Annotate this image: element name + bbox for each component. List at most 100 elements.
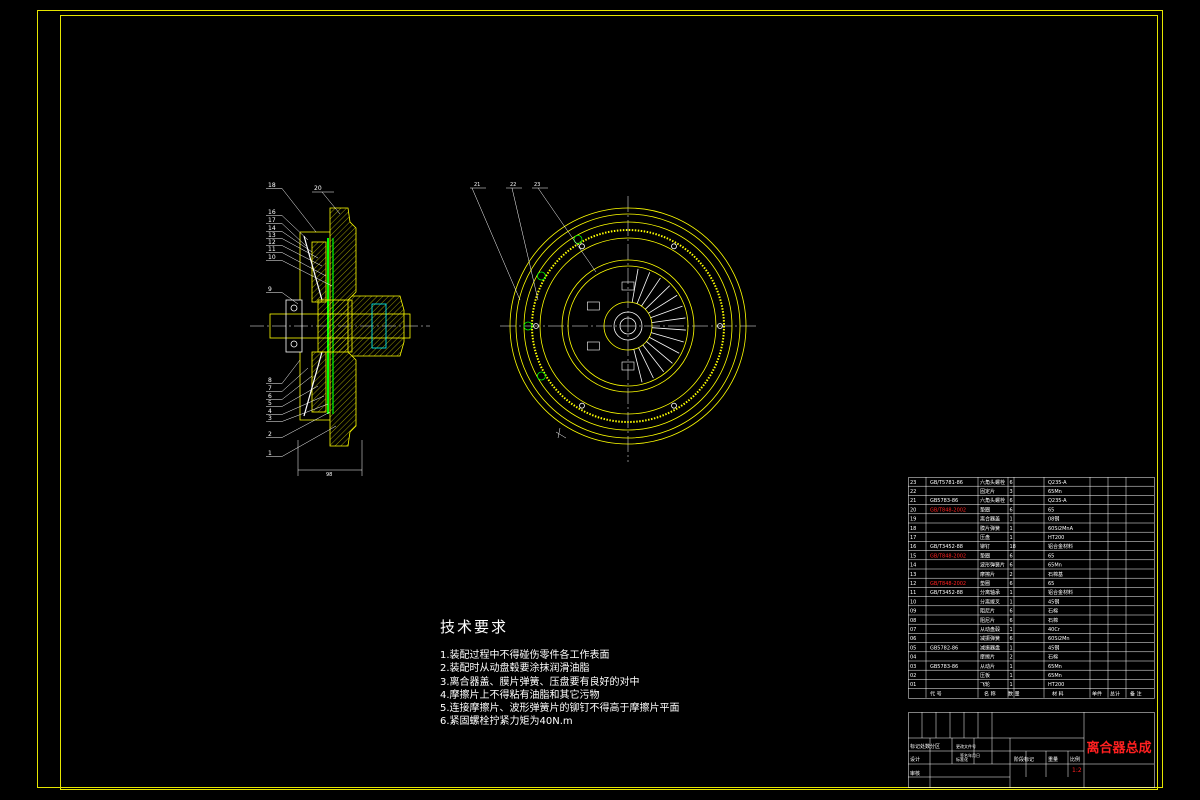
side-part-number: 2 xyxy=(268,431,272,438)
bom-cell: 10 xyxy=(910,599,916,605)
bom-cell: 2 xyxy=(1010,572,1013,578)
bom-cell: GB5783-86 xyxy=(930,664,958,670)
flywheel-outer-circle xyxy=(509,207,747,445)
bom-cell: 铆钉 xyxy=(980,543,990,550)
bom-cell: 04 xyxy=(910,655,916,661)
bom-cell: 六角头螺栓 xyxy=(980,479,1005,486)
clutch-cover-section xyxy=(299,231,330,421)
title-block xyxy=(908,712,1155,788)
bom-cell: Q235-A xyxy=(1048,480,1067,486)
leader-line xyxy=(281,385,319,407)
bom-cell: 压盘 xyxy=(980,534,990,541)
diaphragm-finger xyxy=(633,349,643,383)
bom-cell: 60Si2MnA xyxy=(1048,526,1074,532)
side-part-number: 1 xyxy=(268,450,272,457)
inner-frame xyxy=(60,15,1158,790)
bom-cell: 1 xyxy=(1010,673,1013,679)
rivet-hole xyxy=(671,243,677,250)
bom-cell: 1 xyxy=(1010,627,1013,633)
bom-cell: 6 xyxy=(1010,553,1013,559)
damper-spring xyxy=(587,341,600,351)
bom-cell: 阻尼片 xyxy=(980,617,995,624)
side-part-number: 7 xyxy=(268,385,272,392)
side-part-number: 3 xyxy=(268,415,272,422)
leader-line xyxy=(281,411,331,438)
bom-cell: 65Mn xyxy=(1048,673,1062,679)
title-left-value-1: 签名年月日 xyxy=(960,752,980,758)
bom-cell: 从动盘毂 xyxy=(980,626,1000,633)
bom-header-cell: 总计 xyxy=(1110,690,1120,697)
bom-cell: 15 xyxy=(910,553,916,559)
bom-cell: 减振器盘 xyxy=(980,644,1000,651)
side-part-number: 6 xyxy=(268,393,272,400)
bom-outline xyxy=(908,477,1155,699)
bom-cell: GB/T3452-88 xyxy=(930,544,963,550)
bolt-hole xyxy=(536,371,546,381)
outer-frame xyxy=(37,10,1163,788)
bom-cell: 20 xyxy=(910,507,916,513)
bom-cell: GB/T848-2002 xyxy=(930,507,966,513)
bom-header-cell: 数 量 xyxy=(1008,690,1020,697)
leader-line xyxy=(281,367,309,392)
bom-cell: Q235-A xyxy=(1048,498,1067,504)
bom-header-cell: 备 注 xyxy=(1130,690,1142,697)
tech-item: 6.紧固螺栓拧紧力矩为40N.m xyxy=(440,716,573,728)
bom-cell: 6 xyxy=(1010,636,1013,642)
bom-cell: 40Cr xyxy=(1048,627,1061,633)
bom-cell: 2 xyxy=(1010,655,1013,661)
title-mid-label-1: 重量 xyxy=(1048,756,1058,763)
diaphragm-finger xyxy=(641,277,661,307)
bom-cell: 02 xyxy=(910,673,916,679)
diaphragm-finger xyxy=(649,336,680,354)
bom-cell: 固定片 xyxy=(980,488,995,495)
bom-cell: 03 xyxy=(910,664,916,670)
side-part-number: 12 xyxy=(268,239,276,246)
bom-cell: 45钢 xyxy=(1048,644,1059,651)
title-left-label-2: 审核 xyxy=(910,770,920,777)
diaphragm-finger xyxy=(646,341,673,364)
bom-cell: 飞轮 xyxy=(980,681,990,688)
rivet-hole xyxy=(579,402,585,409)
bom-cell: 1 xyxy=(1010,535,1013,541)
side-part-number: 18 xyxy=(268,182,276,189)
bom-table xyxy=(908,477,1155,699)
side-part-number: 13 xyxy=(268,232,276,239)
bom-cell: 12 xyxy=(910,581,916,587)
bom-cell: 65Mn xyxy=(1048,563,1062,569)
bom-cell: 垫圈 xyxy=(980,506,990,513)
bom-header-cell: 材 料 xyxy=(1052,690,1064,697)
bom-cell: 压板 xyxy=(980,672,990,679)
bom-cell: 18 xyxy=(910,526,916,532)
bom-cell: GB5782-86 xyxy=(930,645,958,651)
bom-cell: 石棉 xyxy=(1048,654,1058,661)
tech-title: 技术要求 xyxy=(440,618,509,636)
bolt-hole xyxy=(536,271,546,281)
tech-item: 3.离合器盖、膜片弹簧、压盘要有良好的对中 xyxy=(440,676,640,688)
diaphragm-finger xyxy=(648,294,678,314)
bom-cell: GB5783-86 xyxy=(930,498,958,504)
bom-cell: GB/T848-2002 xyxy=(930,553,966,559)
bom-cell: 06 xyxy=(910,636,916,642)
diaphragm-finger xyxy=(651,327,686,331)
title-mid-label-2: 比例 xyxy=(1070,756,1080,763)
side-part-number: 16 xyxy=(268,209,276,216)
side-section-view xyxy=(250,207,430,476)
bom-cell: 3 xyxy=(1010,489,1013,495)
bom-cell: 05 xyxy=(910,645,916,651)
bom-cell: 6 xyxy=(1010,618,1013,624)
bom-cell: 65Mn xyxy=(1048,489,1062,495)
pressure-plate-circle xyxy=(561,259,695,393)
side-part-number: 11 xyxy=(268,246,276,253)
bom-cell: 65Mn xyxy=(1048,664,1062,670)
side-part-number: 14 xyxy=(268,225,276,232)
diaphragm-finger xyxy=(638,347,654,379)
bom-cell: 16 xyxy=(910,544,916,550)
front-part-number: 23 xyxy=(534,182,540,188)
diaphragm-spring-section xyxy=(303,235,323,417)
bom-cell: 波形弹簧片 xyxy=(980,562,1005,569)
leader-line xyxy=(281,403,329,422)
front-part-number: 21 xyxy=(474,182,480,188)
bom-cell: 阻尼片 xyxy=(980,608,995,615)
leader-line xyxy=(281,238,319,259)
